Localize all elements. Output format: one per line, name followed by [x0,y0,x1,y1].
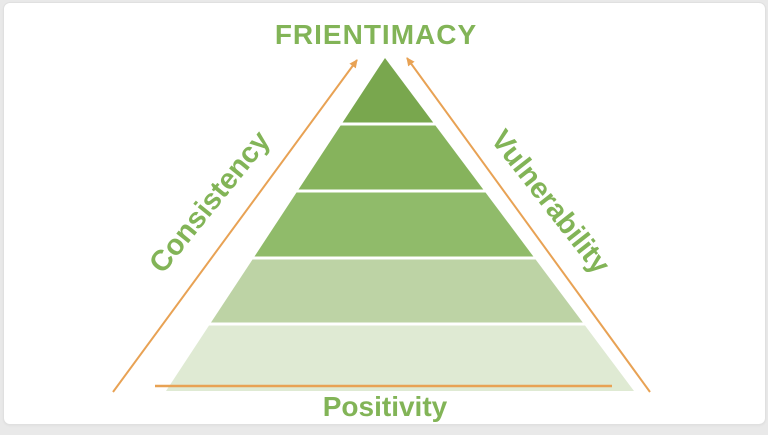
pyramid-level-5 [166,324,634,391]
left-side-arrow [112,59,358,393]
pyramid-level-2 [297,124,485,191]
diagram-title: FRIENTIMACY [275,19,477,50]
pyramid-level-1 [341,58,435,124]
pyramid-level-3 [253,191,535,258]
bottom-label: Positivity [323,391,448,422]
right-side-arrow [406,57,651,393]
pyramid-level-4 [210,258,584,324]
